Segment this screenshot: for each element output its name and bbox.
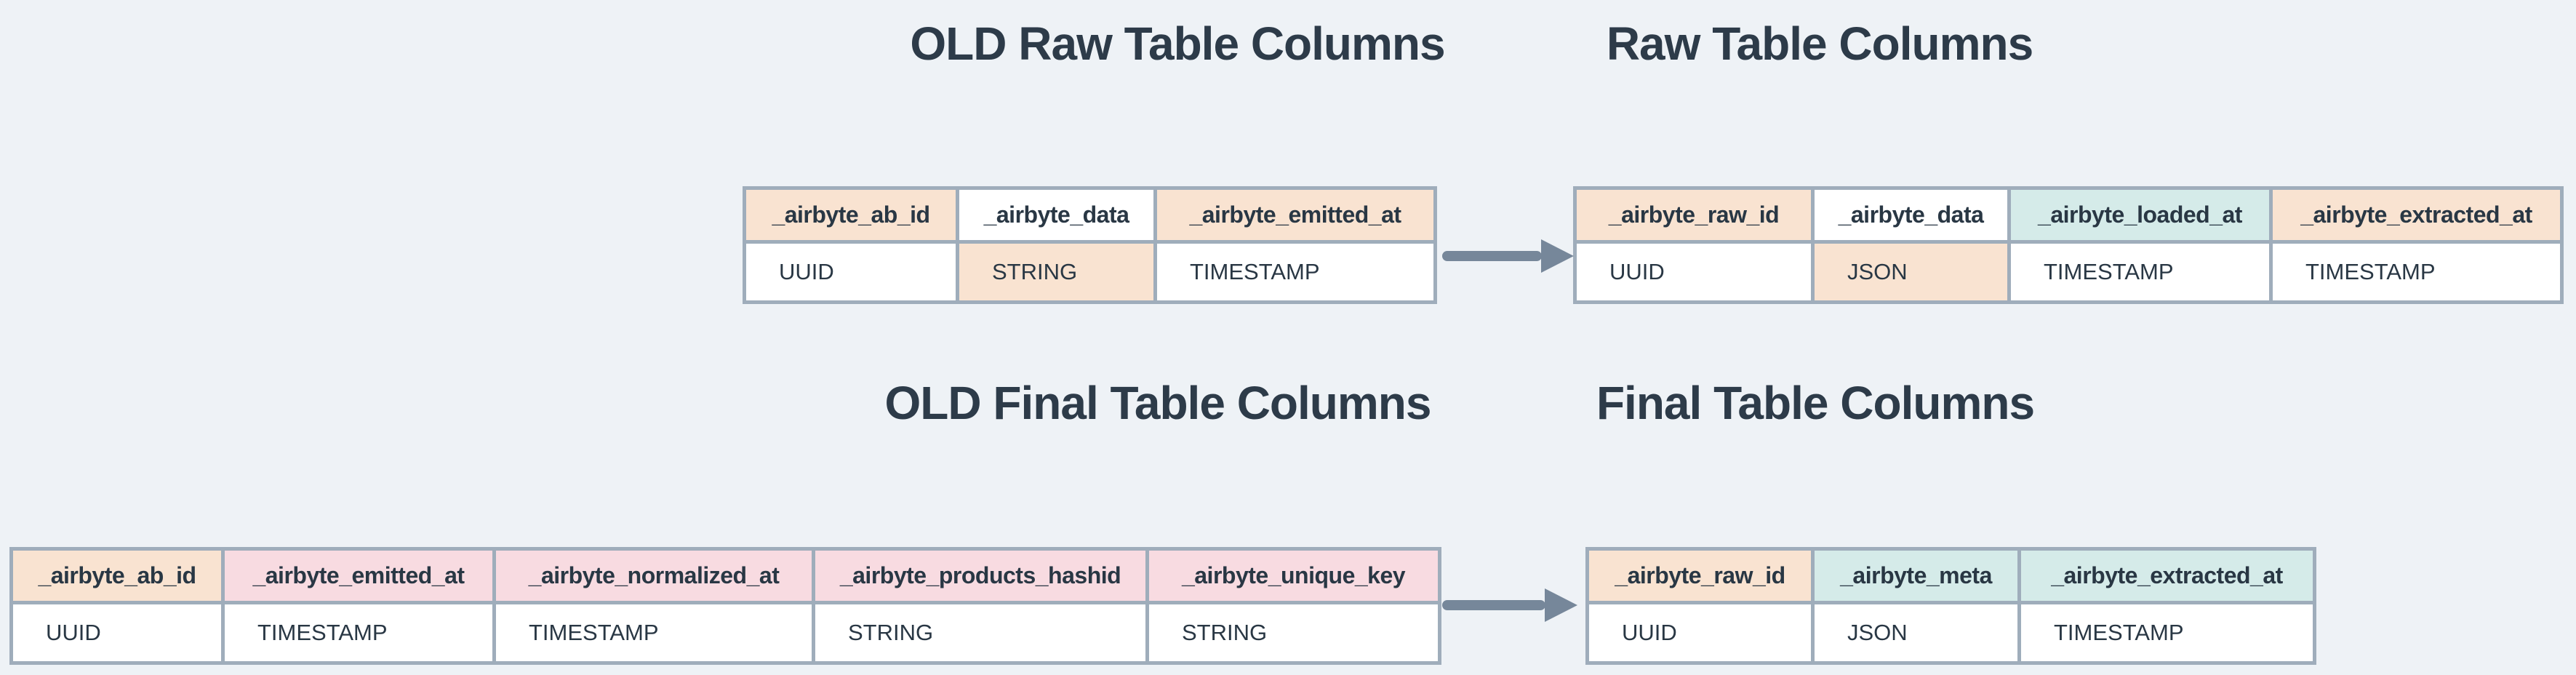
raw-table-title: Raw Table Columns [1606,17,2033,70]
column-type: UUID [13,604,221,661]
column-header: _airbyte_extracted_at [2273,190,2560,240]
column-header: _airbyte_data [1815,190,2007,240]
old-final-table: _airbyte_ab_id _airbyte_emitted_at _airb… [9,547,1441,665]
column-type: TIMESTAMP [225,604,492,661]
column-header: _airbyte_extracted_at [2021,551,2313,601]
column-header: _airbyte_normalized_at [496,551,812,601]
old-final-table-title: OLD Final Table Columns [884,377,1432,429]
column-type: TIMESTAMP [2021,604,2313,661]
column-header: _airbyte_ab_id [746,190,956,240]
column-header: _airbyte_raw_id [1589,551,1811,601]
old-raw-table-title: OLD Raw Table Columns [910,17,1445,70]
old-raw-table: _airbyte_ab_id _airbyte_data _airbyte_em… [743,186,1437,304]
column-type: TIMESTAMP [2273,244,2560,300]
column-type: JSON [1815,604,2017,661]
column-type: STRING [959,244,1153,300]
column-type: TIMESTAMP [1157,244,1433,300]
final-table-title: Final Table Columns [1596,377,2035,429]
column-header: _airbyte_unique_key [1149,551,1438,601]
column-header: _airbyte_raw_id [1577,190,1811,240]
column-type: TIMESTAMP [2011,244,2269,300]
column-header: _airbyte_meta [1815,551,2017,601]
column-header: _airbyte_data [959,190,1153,240]
column-type: UUID [746,244,956,300]
column-header: _airbyte_emitted_at [1157,190,1433,240]
column-header: _airbyte_emitted_at [225,551,492,601]
column-type: UUID [1589,604,1811,661]
column-header: _airbyte_ab_id [13,551,221,601]
column-type: STRING [1149,604,1438,661]
final-table: _airbyte_raw_id _airbyte_meta _airbyte_e… [1585,547,2316,665]
column-header: _airbyte_loaded_at [2011,190,2269,240]
column-type: JSON [1815,244,2007,300]
column-header: _airbyte_products_hashid [815,551,1145,601]
column-type: STRING [815,604,1145,661]
raw-table: _airbyte_raw_id _airbyte_data _airbyte_l… [1573,186,2564,304]
column-type: UUID [1577,244,1811,300]
column-type: TIMESTAMP [496,604,812,661]
